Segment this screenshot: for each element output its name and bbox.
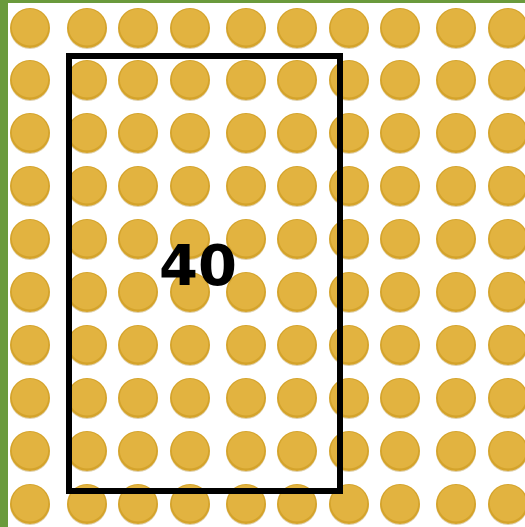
dot [380,60,420,100]
dot [10,378,50,418]
dot [436,166,476,206]
dot [10,484,50,524]
dot [10,219,50,259]
dot [436,325,476,365]
dot [488,166,525,206]
dot [118,8,158,48]
dot [380,113,420,153]
dot [10,8,50,48]
dot [436,8,476,48]
dot [436,378,476,418]
dot [10,60,50,100]
dot [67,8,107,48]
dot [10,113,50,153]
dot-array-canvas: 40 [8,3,525,527]
dot [488,325,525,365]
dot [226,8,266,48]
dot [380,219,420,259]
dot [380,378,420,418]
dot [436,431,476,471]
dot [436,60,476,100]
dot [329,8,369,48]
dot [10,431,50,471]
dot [488,484,525,524]
dot [488,431,525,471]
dot [380,166,420,206]
dot [488,219,525,259]
dot [488,272,525,312]
dot [380,484,420,524]
dot [436,113,476,153]
dot [488,378,525,418]
dot [380,8,420,48]
product-label: 40 [158,235,238,299]
dot [380,431,420,471]
dot [488,8,525,48]
dot [436,272,476,312]
dot [10,325,50,365]
dot [380,272,420,312]
dot [10,166,50,206]
dot [488,113,525,153]
dot [436,484,476,524]
dot [10,272,50,312]
dot [488,60,525,100]
dot [277,8,317,48]
dot [380,325,420,365]
dot [170,8,210,48]
dot [436,219,476,259]
